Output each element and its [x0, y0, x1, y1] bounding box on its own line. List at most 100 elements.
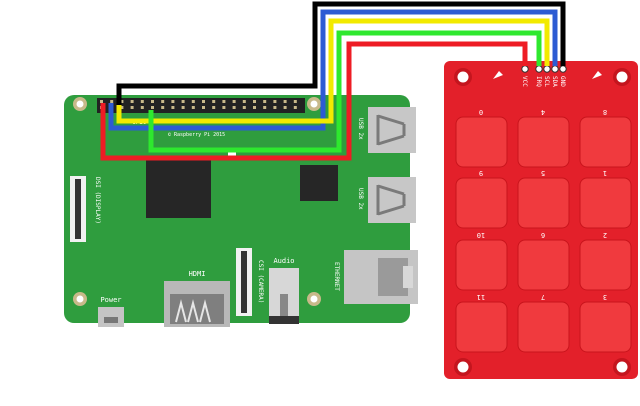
gpio-pin — [212, 100, 216, 103]
gpio-pin — [273, 100, 277, 103]
gpio-pin — [140, 100, 144, 103]
gpio-pin — [181, 106, 185, 109]
mounting-hole-center — [76, 295, 84, 303]
hdmi-port — [164, 281, 230, 327]
gpio-pin — [212, 106, 216, 109]
led-indicator — [228, 151, 236, 156]
keypad-mount-hole — [457, 361, 469, 373]
keypad-key — [517, 116, 570, 168]
keypad-pin-label-sda: SDA — [551, 76, 558, 87]
keypad-key-label: 9 — [479, 169, 483, 177]
keypad-key — [579, 116, 632, 168]
gpio-pin — [232, 100, 236, 103]
gpio-pin — [120, 100, 124, 103]
keypad-key — [579, 177, 632, 229]
mounting-hole-center — [310, 295, 318, 303]
usb-top-label: USB 2x — [357, 118, 364, 140]
audio-jack-socket — [280, 294, 288, 316]
keypad-mount-hole — [616, 71, 628, 83]
keypad-pin — [559, 65, 567, 73]
keypad-pin — [535, 65, 543, 73]
mounting-holes — [73, 97, 321, 306]
gpio-pin — [191, 106, 195, 109]
gpio-pin — [140, 106, 144, 109]
keypad-pin-label-gnd: GND — [559, 76, 566, 87]
keypad-key — [455, 116, 508, 168]
gpio-pin — [263, 100, 267, 103]
dsi-connector-slot — [75, 179, 81, 239]
keypad-key — [455, 177, 508, 229]
gpio-pin — [283, 106, 287, 109]
power-port-opening — [104, 317, 118, 323]
ethernet-port — [344, 250, 418, 304]
usb-port-bottom — [368, 177, 416, 223]
gpio-pin — [161, 106, 165, 109]
keypad-key-label: 3 — [603, 293, 607, 301]
gpio-pin — [151, 106, 154, 109]
gpio-pin — [263, 106, 267, 109]
gpio-header — [97, 98, 305, 113]
wire-gnd-black — [116, 1, 566, 105]
keypad-key-label: 11 — [477, 293, 485, 301]
gpio-pin — [191, 100, 195, 103]
wire-irq-green — [148, 30, 542, 153]
gpio-pin — [222, 106, 226, 109]
usb-port-slots — [376, 184, 406, 216]
soc-chip — [146, 160, 211, 218]
keypad-key-label: 7 — [541, 293, 545, 301]
keypad-key-label: 2 — [603, 231, 607, 239]
power-port — [98, 307, 124, 327]
gpio-pin — [130, 106, 134, 109]
audio-jack — [269, 268, 299, 324]
keypad-key-label: 1 — [603, 169, 607, 177]
keypad-key — [517, 239, 570, 291]
keypad-key-label: 5 — [541, 169, 545, 177]
keypad-key-label: 8 — [603, 108, 607, 116]
copyright-label: © Raspberry Pi 2015 — [168, 132, 225, 138]
wires — [100, 1, 566, 161]
csi-connector — [236, 248, 252, 316]
gpio-pin — [181, 100, 185, 103]
gpio-pin — [130, 100, 134, 103]
gpio-pin — [161, 100, 165, 103]
gpio-pin — [232, 106, 236, 109]
power-label: Power — [100, 296, 121, 304]
keypad-pin-label-irq: IRQ — [535, 76, 542, 87]
wire-vcc-red — [100, 41, 528, 161]
gpio-pin — [100, 100, 103, 103]
gpio-pin — [293, 106, 297, 109]
keypad-key — [455, 301, 508, 353]
keypad-key-label: 4 — [541, 108, 545, 116]
gpio-pin — [253, 106, 256, 109]
gpio-pins — [100, 100, 297, 109]
gpio-pin — [222, 100, 226, 103]
usb-port-top — [368, 107, 416, 153]
mounting-hole-center — [76, 100, 84, 108]
keypad-mount-hole — [457, 71, 469, 83]
gpio-pin — [283, 100, 287, 103]
keypad-key-label: 6 — [541, 231, 545, 239]
gpio-pin — [110, 100, 114, 103]
lan-chip — [300, 165, 338, 201]
dsi-connector — [70, 176, 86, 242]
csi-connector-slot — [241, 251, 247, 313]
mounting-hole-center — [310, 100, 318, 108]
keypad-pin — [543, 65, 551, 73]
keypad-mount-hole — [616, 361, 628, 373]
keypad-key — [579, 301, 632, 353]
usb-port-body — [368, 177, 416, 223]
gpio-pin — [171, 100, 175, 103]
gpio-pin — [273, 106, 277, 109]
logo-left — [493, 71, 503, 79]
audio-jack-base — [269, 316, 299, 324]
keypad-key-label: 0 — [479, 108, 483, 116]
gpio-pin — [242, 106, 246, 109]
keypad-pin — [521, 65, 529, 73]
hdmi-contacts — [175, 299, 211, 323]
wire-sda-blue — [108, 9, 558, 131]
hdmi-label: HDMI — [189, 270, 206, 278]
